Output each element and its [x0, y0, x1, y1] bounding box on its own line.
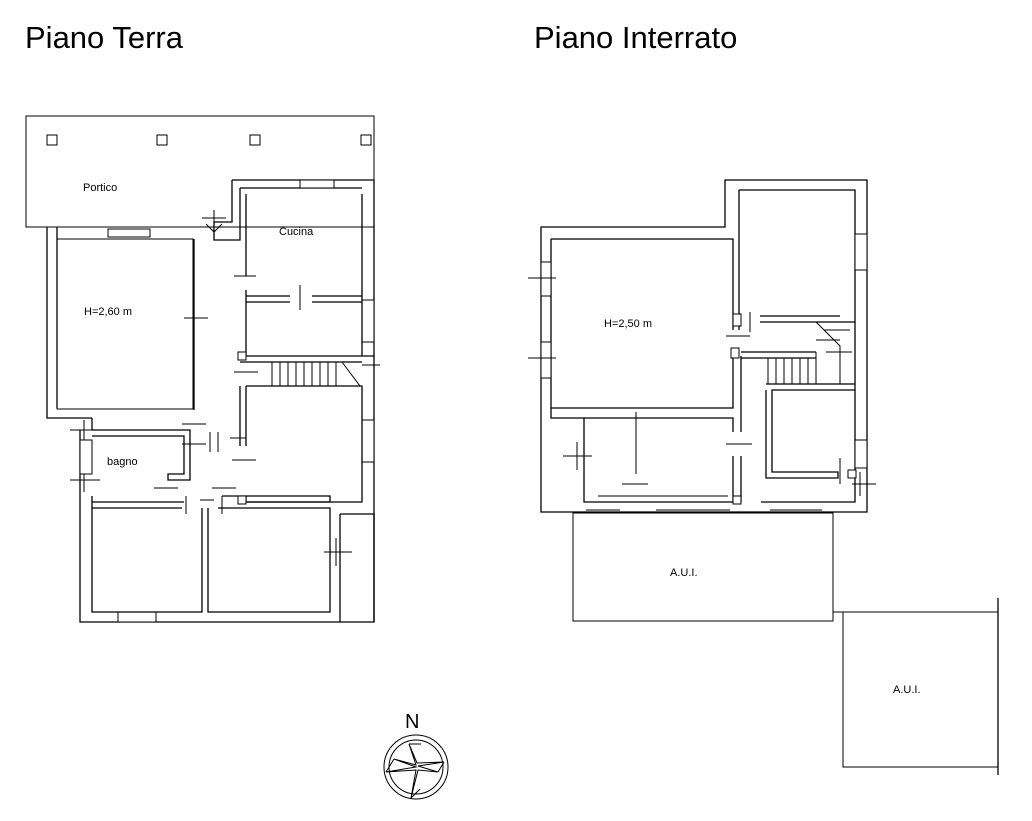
basement-height-label: H=2,50 m	[604, 318, 652, 330]
portico-area	[25, 115, 375, 228]
ground-floor-labels: Portico Cucina H=2,60 m bagno	[83, 182, 314, 468]
ground-floor-plan: Portico Cucina H=2,60 m bagno	[25, 115, 380, 623]
basement-title: Piano Interrato	[534, 20, 738, 55]
bathroom-label: bagno	[107, 456, 138, 468]
aui-label-1: A.U.I.	[670, 567, 698, 579]
north-label: N	[405, 711, 419, 733]
portico-label: Portico	[83, 182, 117, 194]
ground-floor-interior-walls	[56, 180, 380, 622]
compass-rose: N	[383, 711, 449, 800]
aui-label-2: A.U.I.	[893, 684, 921, 696]
aui-areas	[572, 512, 999, 775]
basement-labels: H=2,50 m A.U.I. A.U.I.	[604, 318, 921, 696]
basement-plan: H=2,50 m A.U.I. A.U.I.	[528, 179, 999, 775]
ground-height-label: H=2,60 m	[84, 306, 132, 318]
basement-outer-walls	[528, 179, 868, 513]
basement-interior-walls	[551, 190, 876, 505]
basement-staircase	[741, 321, 855, 385]
ground-floor-outer-walls	[46, 179, 375, 623]
ground-staircase	[271, 361, 361, 387]
kitchen-label: Cucina	[279, 226, 314, 238]
ground-floor-title: Piano Terra	[25, 20, 183, 55]
